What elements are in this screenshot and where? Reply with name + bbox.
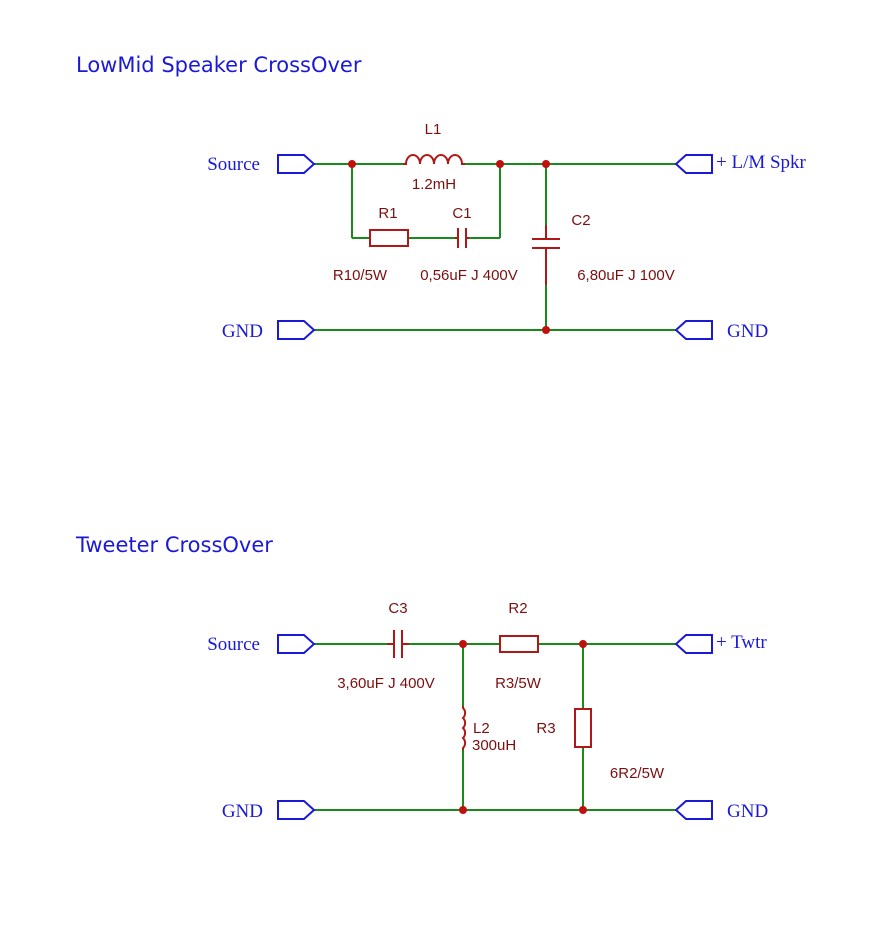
junction-dot: [496, 160, 504, 168]
tweeter-wires: [314, 643, 676, 811]
C2-ref: C2: [571, 212, 590, 229]
port-source-label: Source: [207, 154, 260, 175]
port-gnd-left: [277, 800, 316, 820]
R2-value: R3/5W: [495, 675, 542, 692]
inductor-L1: [403, 154, 465, 165]
R3-value: 6R2/5W: [610, 765, 665, 782]
resistor-R1: [369, 229, 409, 247]
junction-dot: [542, 160, 550, 168]
L2-value: 300uH: [472, 737, 516, 754]
port-gnd-left-label: GND: [222, 321, 263, 342]
junction-dot: [348, 160, 356, 168]
L1-ref: L1: [425, 121, 442, 138]
port-twtr: [674, 634, 713, 654]
L2-ref: L2: [473, 720, 490, 737]
junction-dot: [459, 640, 467, 648]
port-gnd-right: [674, 800, 713, 820]
junction-dot: [542, 326, 550, 334]
L1-value: 1.2mH: [412, 176, 456, 193]
port-gnd-right-label: GND: [727, 321, 768, 342]
tweeter-section: Tweeter CrossOver C3 3,60uF J 400V R2 R3…: [75, 533, 768, 822]
lowmid-title: LowMid Speaker CrossOver: [76, 53, 362, 77]
R1-ref: R1: [378, 205, 397, 222]
C2-value: 6,80uF J 100V: [577, 267, 675, 284]
port-gnd-left-label: GND: [222, 801, 263, 822]
port-gnd-right-label: GND: [727, 801, 768, 822]
capacitor-C3: [387, 630, 409, 658]
resistor-R3: [574, 708, 592, 748]
lowmid-wires: [314, 163, 676, 331]
R1-value: R10/5W: [333, 267, 388, 284]
port-gnd-right: [674, 320, 713, 340]
junction-dot: [579, 640, 587, 648]
R3-ref: R3: [536, 720, 555, 737]
port-source: [277, 154, 316, 174]
lowmid-section: LowMid Speaker CrossOver L1 1.2mH R1 R10…: [76, 53, 807, 342]
C1-ref: C1: [452, 205, 471, 222]
port-gnd-left: [277, 320, 316, 340]
port-source: [277, 634, 316, 654]
port-twtr-label: + Twtr: [716, 632, 767, 653]
C1-value: 0,56uF J 400V: [420, 267, 518, 284]
tweeter-title: Tweeter CrossOver: [75, 533, 273, 557]
R2-ref: R2: [508, 600, 527, 617]
capacitor-C2: [532, 225, 560, 285]
C3-ref: C3: [388, 600, 407, 617]
port-source-label: Source: [207, 634, 260, 655]
junction-dot: [579, 806, 587, 814]
capacitor-C1: [455, 228, 469, 248]
port-lm-spkr-label: + L/M Spkr: [716, 152, 807, 173]
C3-value: 3,60uF J 400V: [337, 675, 435, 692]
junction-dot: [459, 806, 467, 814]
resistor-R2: [499, 635, 539, 653]
inductor-L2: [461, 706, 467, 750]
port-lm-spkr: [674, 154, 713, 174]
